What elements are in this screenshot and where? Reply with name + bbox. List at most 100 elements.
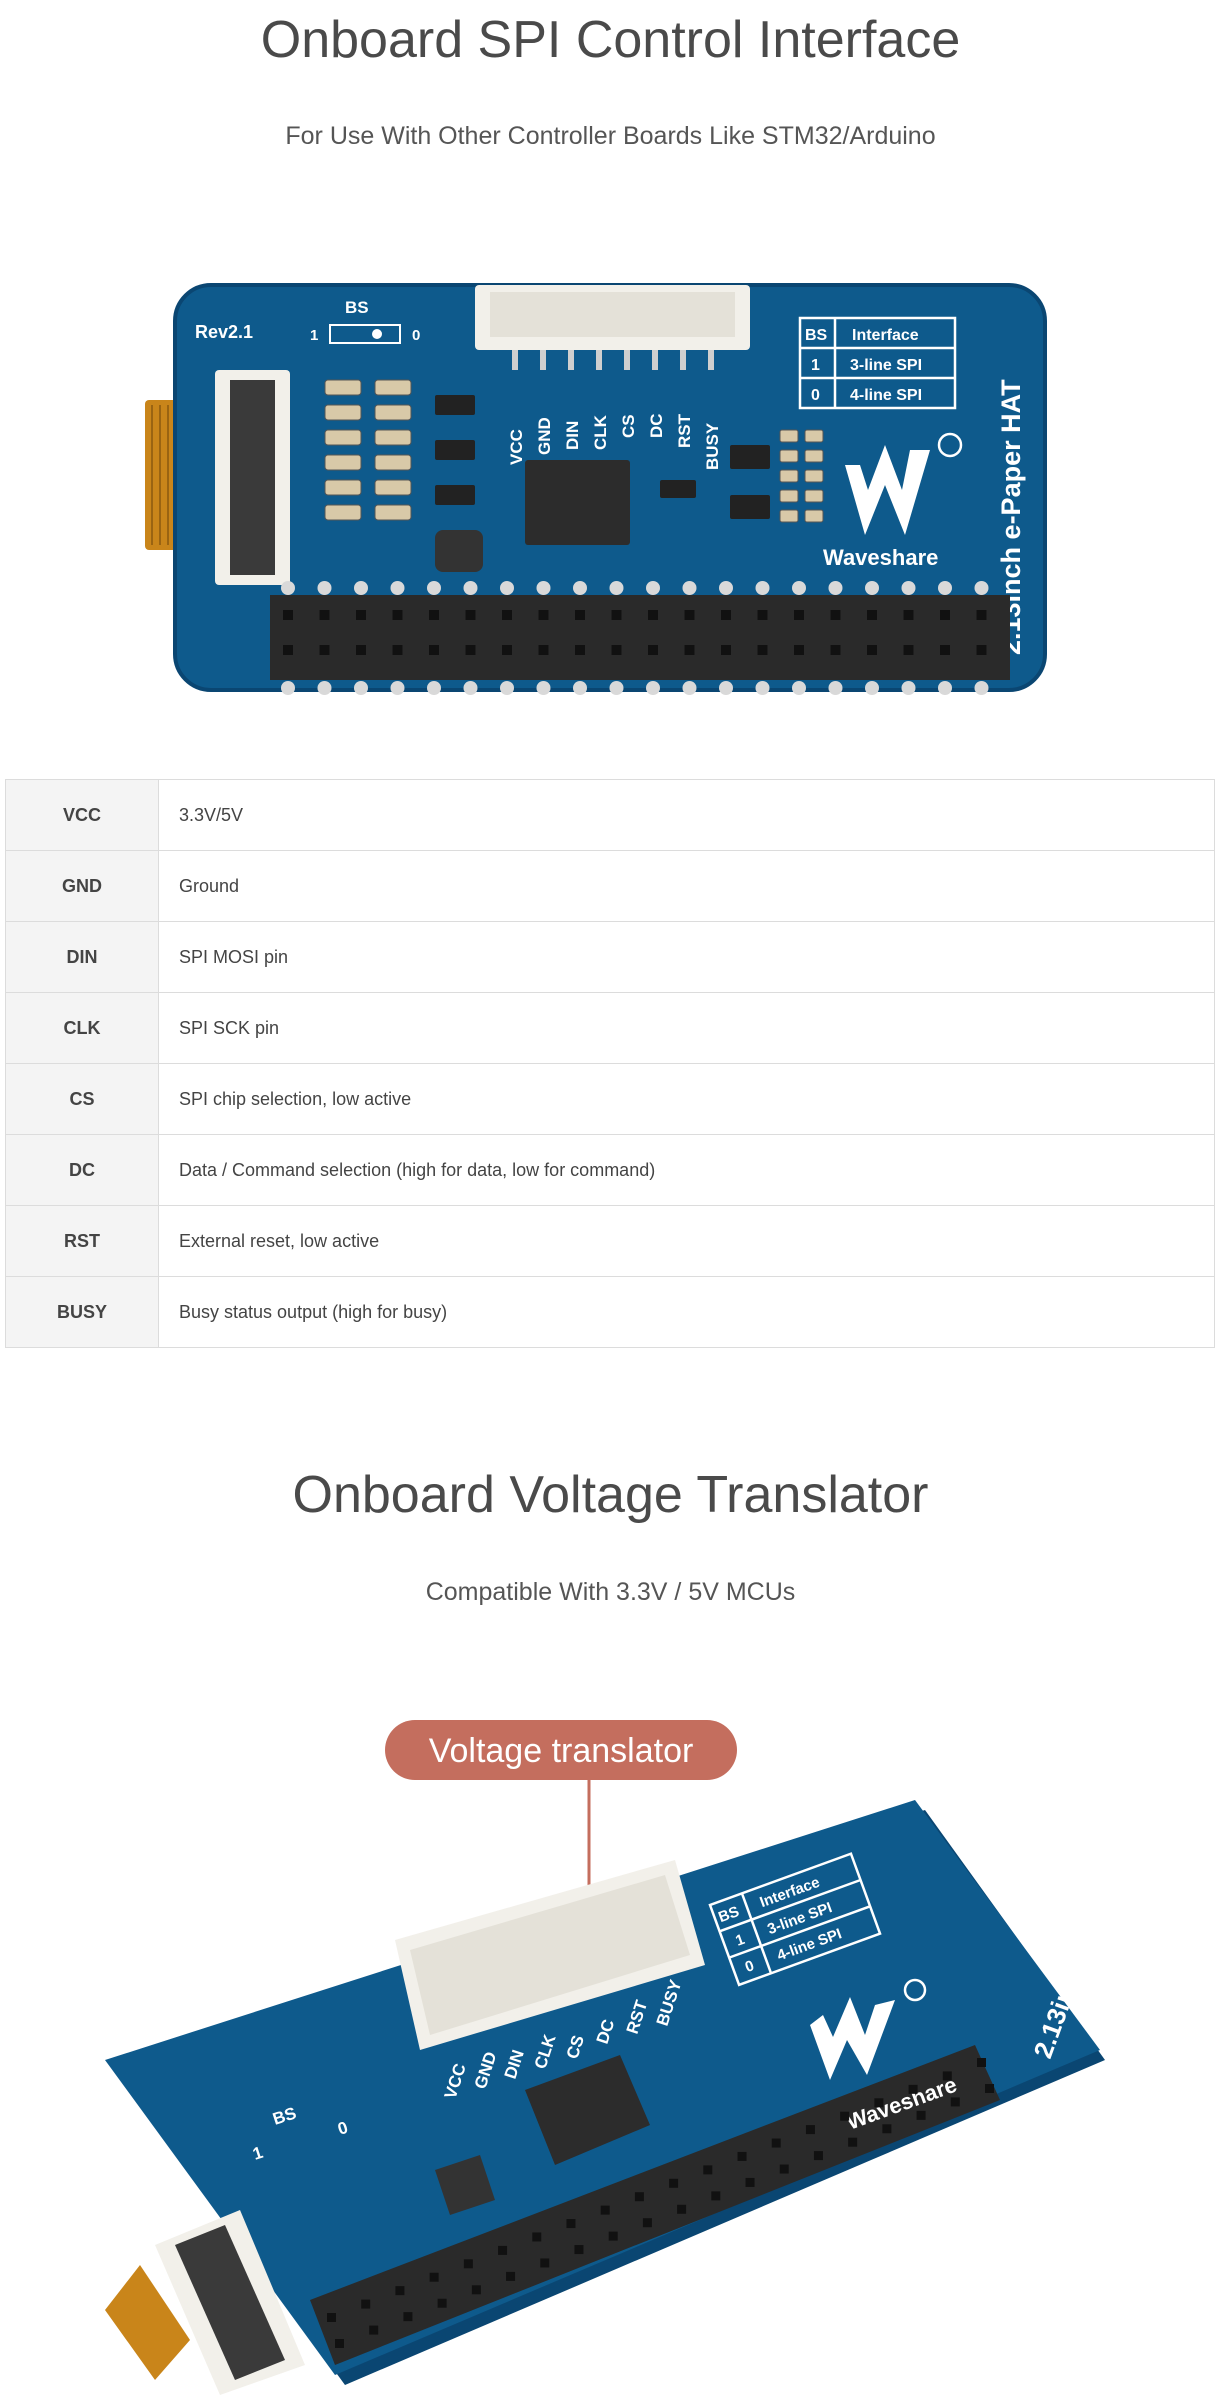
table-row: DC Data / Command selection (high for da…: [5, 1134, 1215, 1206]
solder-pad: [865, 581, 879, 595]
gpio-header: [270, 595, 1010, 680]
section-subtitle-spi: For Use With Other Controller Boards Lik…: [285, 122, 936, 150]
section-title-voltage: Onboard Voltage Translator: [292, 1466, 929, 1524]
header-pin: [611, 610, 622, 620]
bs-label: BS: [345, 298, 369, 317]
solder-pad: [573, 681, 587, 695]
header-pin: [506, 2271, 516, 2281]
solder-pad: [719, 581, 733, 595]
solder-pad: [974, 681, 989, 695]
table-row: VCC 3.3V/5V: [5, 779, 1215, 851]
svg-text:4-line SPI: 4-line SPI: [850, 387, 922, 404]
header-pin: [903, 645, 914, 655]
header-pin: [940, 610, 950, 620]
fpc-cable: [105, 2265, 190, 2380]
header-pin: [867, 610, 877, 620]
pin-name: VCC: [5, 779, 159, 851]
header-pin: [771, 2138, 781, 2148]
header-pin: [794, 610, 804, 620]
header-pin: [976, 610, 987, 620]
header-pin: [757, 610, 768, 620]
header-pin: [677, 2204, 687, 2214]
pin-name: BUSY: [5, 1276, 159, 1348]
solder-pad: [865, 681, 879, 695]
pin-description: Busy status output (high for busy): [158, 1276, 1215, 1348]
pin-name: CLK: [5, 992, 159, 1064]
registered-mark-icon: [903, 1978, 927, 2002]
solder-pad: [755, 681, 770, 695]
header-pin: [538, 645, 549, 655]
solder-pad: [354, 581, 368, 595]
solder-pad: [755, 581, 770, 595]
pin-name: DIN: [5, 921, 159, 993]
header-pin: [566, 2219, 576, 2229]
header-pin: [575, 645, 585, 655]
header-pin: [538, 610, 549, 620]
brand-label: Waveshare: [823, 545, 938, 570]
header-pin: [669, 2178, 679, 2188]
header-pin: [608, 2231, 618, 2241]
header-pin: [465, 610, 476, 620]
header-pin: [403, 2312, 413, 2322]
header-pin: [794, 645, 804, 655]
header-pin: [721, 645, 731, 655]
solder-pad: [390, 581, 405, 595]
header-pin: [684, 645, 695, 655]
header-pin: [745, 2177, 755, 2187]
header-pin: [532, 2232, 542, 2242]
solder-pad: [828, 581, 843, 595]
board-perspective-image: Voltage translator Rev2.1 BS 1 0 VCC GND…: [105, 1720, 1115, 2395]
header-pin: [574, 2245, 584, 2255]
solder-pad: [427, 681, 441, 695]
svg-text:3-line SPI: 3-line SPI: [850, 357, 922, 374]
pin-description: SPI MOSI pin: [158, 921, 1215, 993]
solder-pad: [463, 581, 478, 595]
header-pin: [648, 645, 658, 655]
level-shifter-chip: [525, 460, 630, 545]
header-pin: [813, 2151, 823, 2161]
header-pin: [634, 2192, 644, 2202]
resistor-array: [324, 379, 412, 521]
header-pin: [356, 645, 366, 655]
solder-pad: [974, 581, 989, 595]
callout-label: Voltage translator: [429, 1732, 694, 1770]
pin-label-dc: DC: [647, 413, 666, 438]
header-pin: [392, 645, 403, 655]
header-pin: [283, 645, 293, 655]
board-top-view-image: VCC GND DIN CLK CS DC RST BUSY Rev2.1 BS…: [145, 283, 1047, 695]
header-pin: [908, 2084, 918, 2094]
header-pin: [916, 2110, 926, 2120]
header-pin: [502, 610, 512, 620]
revision-label: Rev2.1: [195, 322, 253, 342]
pin-label-din: DIN: [563, 421, 582, 450]
header-pin: [361, 2299, 371, 2309]
pin-description: Data / Command selection (high for data,…: [158, 1134, 1215, 1206]
voltage-translator-callout: [385, 1720, 737, 1780]
header-pin: [703, 2165, 713, 2175]
header-pin: [985, 2084, 994, 2093]
svg-text:BS: BS: [716, 1903, 741, 1926]
waveshare-logo-icon: [845, 445, 930, 535]
header-pin: [977, 2058, 986, 2067]
solder-pad: [792, 581, 806, 595]
solder-pad: [682, 581, 697, 595]
header-pin: [711, 2191, 721, 2201]
header-pin: [830, 610, 841, 620]
waveshare-logo-icon: [810, 1997, 895, 2080]
header-pin: [600, 2205, 610, 2215]
svg-text:BS: BS: [805, 327, 828, 344]
solder-pad: [646, 681, 660, 695]
header-pin: [940, 645, 950, 655]
header-pin: [942, 2071, 952, 2081]
header-pin: [737, 2151, 747, 2161]
header-pin: [642, 2218, 652, 2228]
pin-label-rst: RST: [675, 413, 694, 448]
pin-label-cs: CS: [619, 414, 638, 438]
pin-description: Ground: [158, 850, 1215, 922]
solder-pad: [317, 581, 332, 595]
solder-pad: [609, 681, 624, 695]
header-pin: [429, 2272, 439, 2282]
header-pin: [903, 610, 914, 620]
table-row: GND Ground: [5, 850, 1215, 922]
header-pin: [463, 2259, 473, 2269]
